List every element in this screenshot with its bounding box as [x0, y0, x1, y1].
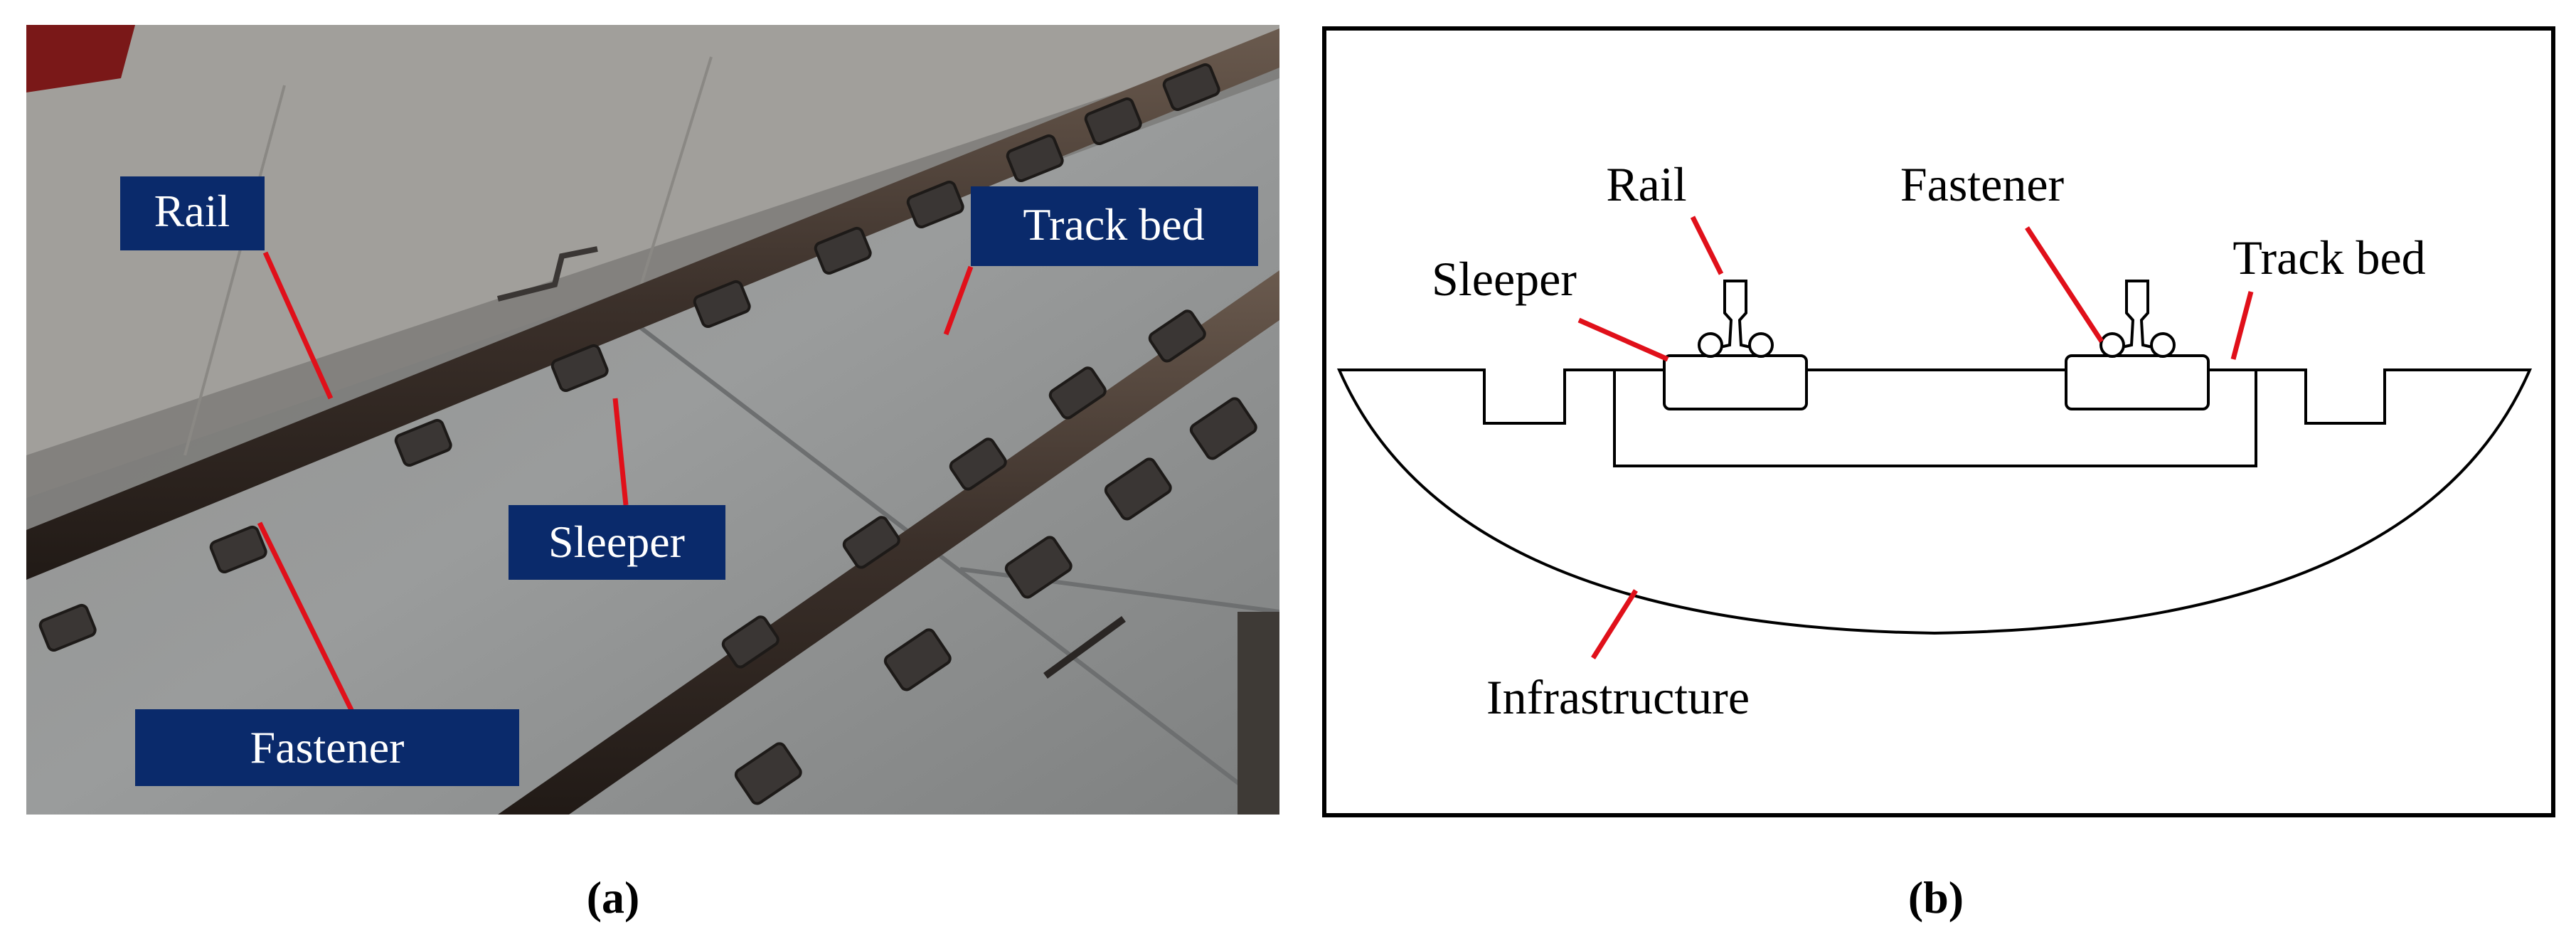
- left-fastener-clip: [1748, 332, 1774, 358]
- rail-label-b: Rail: [1606, 157, 1686, 211]
- red-object: [26, 25, 135, 92]
- sleeper-label-a: Sleeper: [548, 516, 685, 567]
- panel-b-leaders: [1577, 216, 2254, 659]
- fastener-label-b: Fastener: [1900, 157, 2065, 211]
- panel-b-schematic: [1336, 280, 2533, 635]
- right-fastener-clip: [2150, 332, 2176, 358]
- track-bed-label-a: Track bed: [1023, 199, 1204, 250]
- rail-label-box-a: [120, 176, 265, 250]
- left-fastener-clip: [1698, 332, 1723, 358]
- floor-seam: [183, 85, 286, 456]
- infrastructure-outline: [1336, 368, 2533, 635]
- fastener-leader-b: [2025, 226, 2104, 343]
- panel-a-photo: [26, 25, 1279, 815]
- dark-corner: [1238, 612, 1279, 815]
- infrastructure-leader-b: [1591, 589, 1638, 659]
- sleeper-label-b: Sleeper: [1432, 252, 1577, 306]
- sleeper-leader-a: [612, 398, 629, 506]
- wall-bracket: [497, 246, 598, 302]
- fastener-label-box-a: [135, 709, 519, 786]
- tool-on-floor: [1043, 615, 1126, 679]
- sleeper-label-box-a: [509, 505, 725, 580]
- panel-a-leaders: [257, 251, 974, 713]
- right-sleeper: [2065, 354, 2210, 410]
- right-fastener-clip: [2099, 332, 2125, 358]
- panel-b-caption: (b): [1908, 872, 1964, 923]
- panel-a-caption: (a): [587, 872, 640, 923]
- left-rail: [26, 28, 1279, 580]
- infrastructure-label-b: Infrastructure: [1486, 670, 1750, 724]
- floor-seam: [639, 325, 1279, 815]
- track-bed-label-box-a: [971, 186, 1258, 266]
- fastener-label-a: Fastener: [250, 722, 405, 773]
- sleeper-leader-b: [1577, 317, 1669, 362]
- left-sleeper: [1663, 354, 1808, 410]
- track-bed-leader-b: [2230, 291, 2254, 360]
- rail-leader-a: [262, 251, 334, 400]
- panel-a-labels: Rail Track bed Sleeper Fastener: [120, 176, 1258, 786]
- fastener-leader-a: [257, 521, 355, 713]
- track-bed-leader-a: [943, 265, 974, 336]
- panel-b-labels: Rail Fastener Sleeper Track bed Infrastr…: [1432, 157, 2426, 724]
- track-bed-label-b: Track bed: [2232, 230, 2425, 285]
- right-rail-fasteners: [721, 309, 1257, 805]
- left-rail-fasteners: [38, 63, 1220, 652]
- rail-leader-b: [1690, 216, 1724, 275]
- rail-label-a: Rail: [154, 186, 230, 236]
